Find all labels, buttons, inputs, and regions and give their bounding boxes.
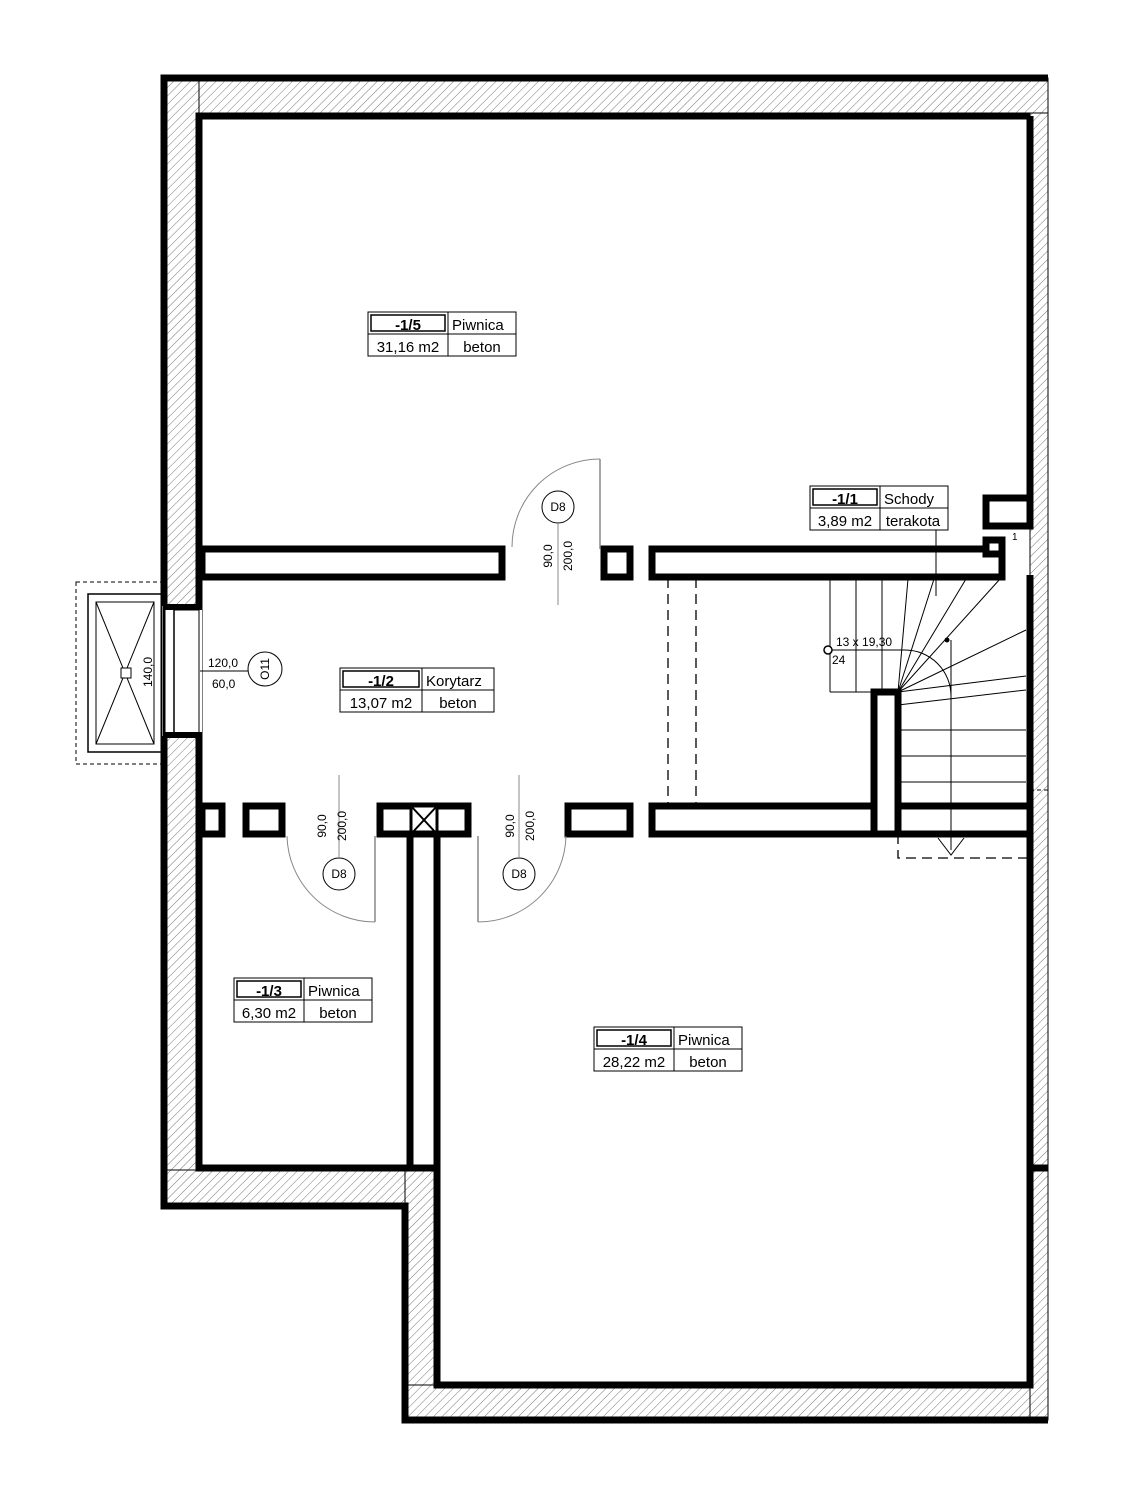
room-area: 28,22 m2 (603, 1054, 666, 1071)
room-name: Piwnica (678, 1032, 730, 1049)
interior-walls (198, 494, 1034, 1172)
room-area: 3,89 m2 (818, 513, 872, 530)
room-label-1-1: -1/1 Schody 3,89 m2 terakota (809, 485, 949, 531)
door-top: D8 90,0 200,0 (511, 458, 601, 605)
window-tag: O11 (258, 658, 272, 680)
room-floor: terakota (886, 513, 941, 530)
door-width: 90,0 (541, 544, 555, 568)
room-name: Korytarz (426, 673, 482, 690)
stairs-step-start: 1 (1012, 532, 1018, 543)
beam-above (667, 578, 697, 806)
room-id: -1/5 (395, 317, 421, 334)
window-sill: 60,0 (212, 677, 236, 691)
room-floor: beton (439, 695, 477, 712)
door-width: 90,0 (503, 814, 517, 838)
room-label-1-3: -1/3 Piwnica 6,30 m2 beton (233, 977, 373, 1023)
staircase: 13 x 19,30 24 1 (823, 520, 1048, 859)
door-tag: D8 (550, 500, 566, 514)
door-bottom-left: D8 90,0 200,0 (286, 775, 376, 923)
door-width: 90,0 (315, 814, 329, 838)
room-name: Piwnica (452, 317, 504, 334)
room-name: Schody (884, 491, 935, 508)
room-floor: beton (319, 1005, 357, 1022)
stairs-spec: 13 x 19,30 (836, 635, 892, 649)
room-floor: beton (689, 1054, 727, 1071)
ventilation-shaft-icon (409, 804, 439, 836)
room-label-1-2: -1/2 Korytarz 13,07 m2 beton (339, 667, 495, 713)
door-height: 200,0 (523, 811, 537, 841)
window-height: 140,0 (141, 657, 155, 687)
room-area: 13,07 m2 (350, 695, 413, 712)
room-label-1-4: -1/4 Piwnica 28,22 m2 beton (593, 1026, 743, 1072)
insulation-layer (163, 77, 1049, 1421)
stairs-tread: 24 (832, 653, 846, 667)
room-area: 31,16 m2 (377, 339, 440, 356)
outer-walls (160, 74, 1048, 1424)
room-id: -1/3 (256, 983, 282, 1000)
window-o11: O11 120,0 60,0 140,0 (75, 581, 283, 765)
window-width: 120,0 (208, 656, 238, 670)
room-id: -1/1 (832, 491, 858, 508)
door-bottom-right: D8 90,0 200,0 (477, 775, 567, 923)
room-name: Piwnica (308, 983, 360, 1000)
room-id: -1/2 (368, 673, 394, 690)
room-floor: beton (463, 339, 501, 356)
door-height: 200,0 (335, 811, 349, 841)
room-area: 6,30 m2 (242, 1005, 296, 1022)
door-tag: D8 (331, 867, 347, 881)
room-id: -1/4 (621, 1032, 648, 1049)
room-label-1-5: -1/5 Piwnica 31,16 m2 beton (367, 311, 517, 357)
door-tag: D8 (511, 867, 527, 881)
door-height: 200,0 (561, 541, 575, 571)
